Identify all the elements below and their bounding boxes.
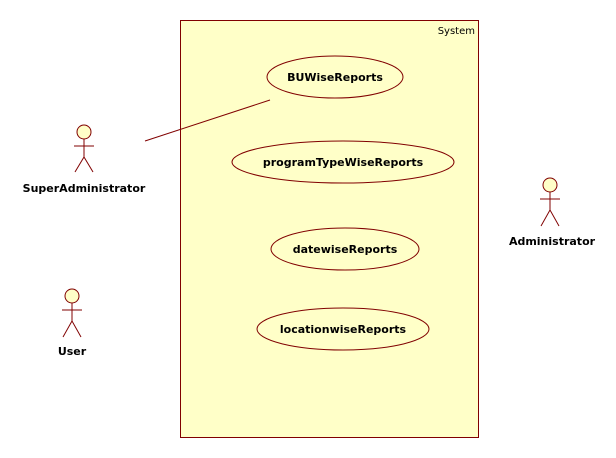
use-case-programtypewisereports[interactable]: programTypeWiseReports [231, 140, 455, 184]
actor-superadministrator[interactable]: SuperAdministrator [23, 124, 146, 195]
stick-figure-icon [540, 177, 560, 227]
actor-label: Administrator [509, 235, 596, 248]
use-case-ellipse [231, 140, 455, 184]
use-case-buwisereports[interactable]: BUWiseReports [266, 55, 404, 99]
use-case-locationwisereports[interactable]: locationwiseReports [256, 307, 430, 351]
association-superadministrator-buwisereports[interactable] [144, 99, 271, 142]
actor-user[interactable]: User [58, 288, 87, 358]
actor-label: SuperAdministrator [23, 182, 146, 195]
actor-label: User [58, 345, 87, 358]
use-case-label: programTypeWiseReports [263, 156, 424, 169]
stick-figure-icon [74, 124, 94, 173]
use-case-label: datewiseReports [293, 243, 398, 256]
system-label: System [438, 26, 475, 37]
use-case-label: BUWiseReports [287, 71, 383, 84]
actor-administrator[interactable]: Administrator [509, 177, 596, 248]
use-case-ellipse [270, 227, 420, 271]
use-case-ellipse [256, 307, 430, 351]
stick-figure-icon [62, 288, 82, 338]
use-case-ellipse [266, 55, 404, 99]
use-case-label: locationwiseReports [280, 323, 407, 336]
use-case-datewisereports[interactable]: datewiseReports [270, 227, 420, 271]
